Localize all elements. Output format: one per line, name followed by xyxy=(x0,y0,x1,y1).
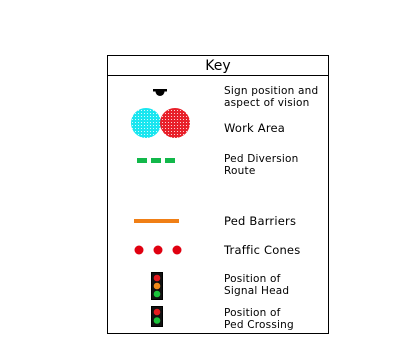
signal-head-icon xyxy=(151,272,163,300)
signal-head-label-line2: Signal Head xyxy=(224,285,290,297)
work-area-icon xyxy=(131,108,190,138)
sign-position-label-line2: aspect of vision xyxy=(224,97,310,109)
sign-position-label-line1: Sign position and xyxy=(224,85,319,97)
sign-position-icon xyxy=(153,89,167,96)
ped-crossing-label-line2: Ped Crossing xyxy=(224,319,294,331)
key-legend-box: Key Sign position and aspect of vision W… xyxy=(107,55,329,334)
signal-head-label-line1: Position of xyxy=(224,273,281,285)
ped-crossing-icon xyxy=(151,306,163,327)
ped-barriers-icon xyxy=(134,219,179,223)
traffic-cones-icon xyxy=(134,245,182,255)
ped-diversion-label-line2: Route xyxy=(224,165,256,177)
ped-diversion-route-icon xyxy=(137,158,175,163)
ped-diversion-label-line1: Ped Diversion xyxy=(224,153,299,165)
ped-barriers-label: Ped Barriers xyxy=(224,214,297,228)
key-title: Key xyxy=(108,56,328,76)
traffic-cones-label: Traffic Cones xyxy=(224,243,301,257)
ped-crossing-label-line1: Position of xyxy=(224,307,281,319)
work-area-label: Work Area xyxy=(224,121,286,135)
